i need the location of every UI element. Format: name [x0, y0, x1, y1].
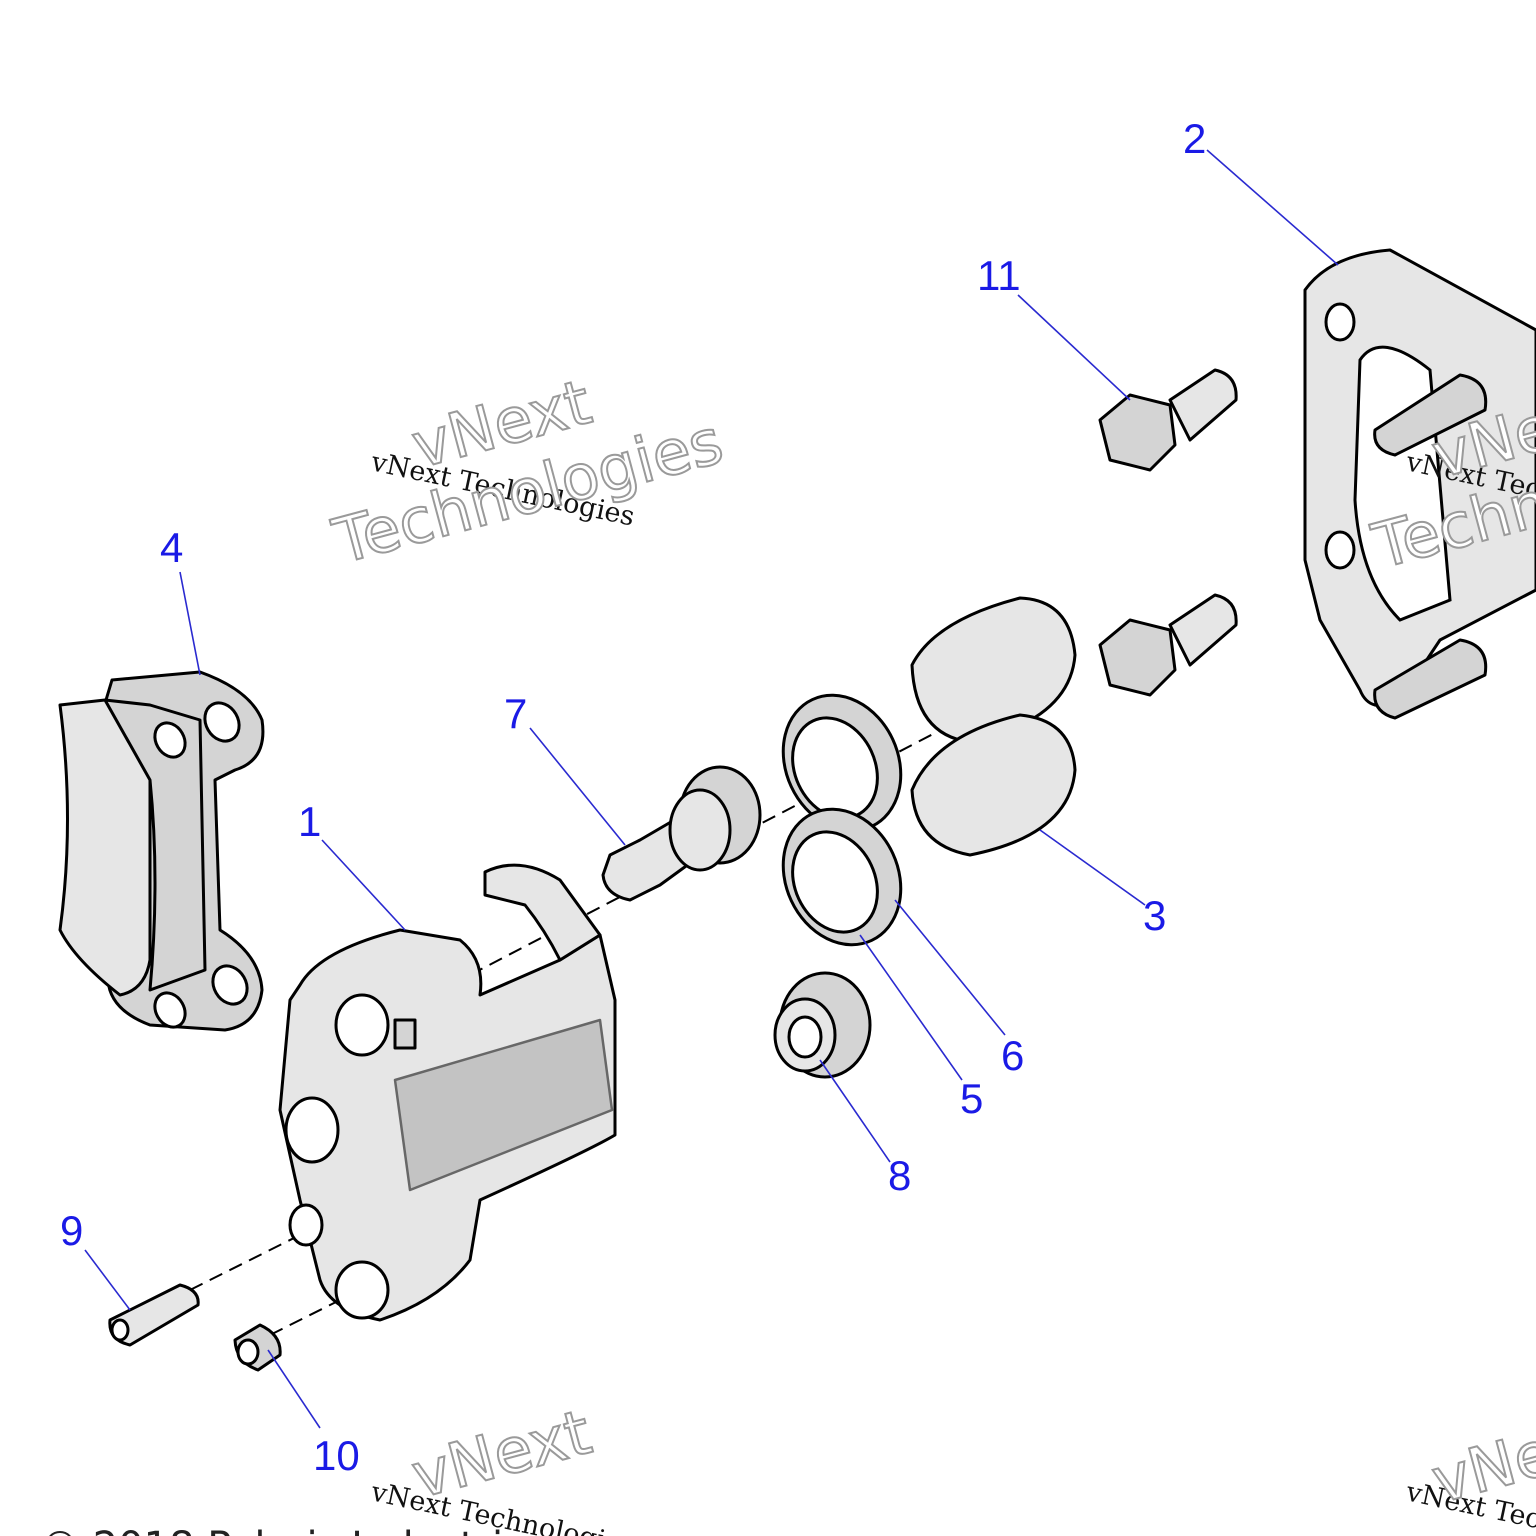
caliper-bracket — [1303, 248, 1536, 720]
callout-6: 6 — [1001, 1032, 1024, 1079]
callout-8: 8 — [888, 1152, 911, 1199]
callout-4: 4 — [160, 524, 183, 571]
callout-11: 11 — [977, 252, 1021, 299]
caliper-body — [278, 863, 617, 1322]
callout-5: 5 — [960, 1075, 983, 1122]
dust-boot — [773, 971, 872, 1079]
callout-1: 1 — [298, 798, 321, 845]
copyright-notice: © 2018 Polaris Industries — [40, 1524, 549, 1536]
pistons — [910, 596, 1077, 857]
callout-9: 9 — [60, 1207, 83, 1254]
callout-2: 2 — [1183, 115, 1206, 162]
callout-labels: 1 2 3 4 5 6 7 8 9 10 11 — [60, 115, 1206, 1479]
callout-7: 7 — [504, 690, 527, 737]
bleeder-screw — [108, 1283, 200, 1347]
callout-10: 10 — [313, 1432, 360, 1479]
piston-seals — [781, 693, 903, 947]
guide-pin — [601, 765, 762, 902]
watermark-big-line1: vNext — [404, 1395, 598, 1512]
leader-lines — [84, 149, 1339, 1429]
plug — [233, 1323, 282, 1372]
callout-3: 3 — [1143, 892, 1166, 939]
mounting-bolts — [1098, 368, 1238, 697]
brake-pad-assembly — [58, 670, 265, 1032]
